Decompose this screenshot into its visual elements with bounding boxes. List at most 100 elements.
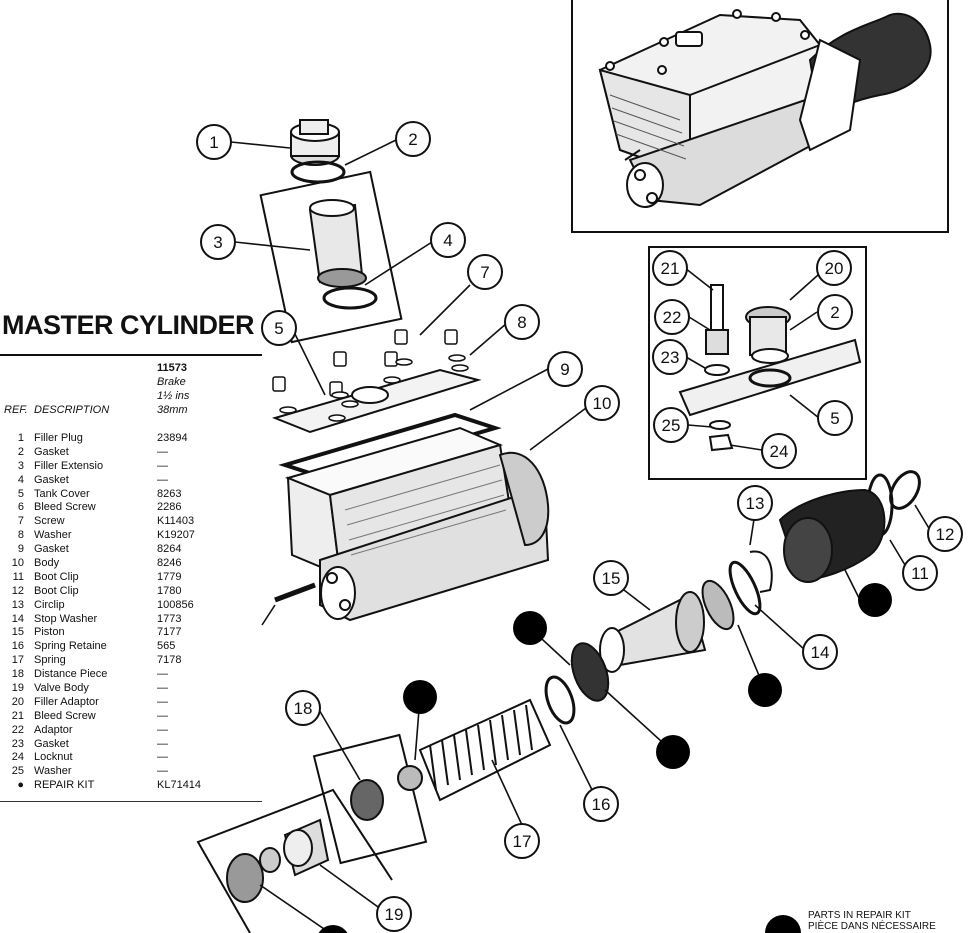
table-row: 7 Screw K11403 [0, 515, 262, 529]
gasket-2 [290, 160, 346, 184]
repair-kit-legend: PARTS IN REPAIR KIT PIÈCE DANS NÉCESSAIR… [808, 910, 936, 932]
frame-assembled-view [571, 0, 949, 233]
table-code: 11573 [157, 362, 187, 374]
part-number: — [157, 751, 168, 764]
table-application: Brake [157, 376, 186, 388]
callout-8: 8 [517, 313, 526, 332]
part-desc: Filler Adaptor [34, 695, 99, 708]
part-ref: 18 [11, 668, 24, 681]
part-desc: Valve Body [34, 682, 89, 695]
part-desc: Filler Plug [34, 432, 83, 444]
part-ref: 7 [17, 515, 24, 528]
part-desc: Adaptor [34, 723, 73, 736]
part-number: 7178 [157, 654, 182, 667]
callout-10: 10 [593, 394, 612, 413]
part-desc: Spring Retaine [34, 640, 107, 653]
callout-11: 11 [911, 564, 929, 583]
part-number: 565 [157, 640, 176, 653]
part-ref: 19 [11, 682, 24, 695]
part-ref: 6 [17, 501, 24, 514]
callout-2: 2 [408, 130, 417, 149]
part-number: 8263 [157, 487, 182, 500]
filler-extension [308, 199, 367, 288]
part-ref: 17 [11, 654, 24, 667]
part-desc: Distance Piece [34, 668, 108, 681]
tank-cover [271, 368, 482, 434]
ref-header: REF. [4, 404, 28, 416]
gasket-4 [322, 286, 378, 310]
part-desc: Stop Washer [34, 612, 98, 625]
table-row: 16 Spring Retaine 565 [0, 640, 262, 654]
part-ref: 20 [11, 695, 24, 708]
table-row: 12 Boot Clip 1780 [0, 585, 262, 599]
cylinder-body [274, 426, 550, 622]
callout-20: 20 [825, 259, 844, 278]
part-ref: 9 [17, 543, 24, 556]
legend-line-1: PARTS IN REPAIR KIT [808, 910, 911, 921]
part-ref: 16 [11, 640, 24, 653]
callout-1: 1 [209, 133, 218, 152]
part-ref: 2 [17, 445, 24, 458]
table-row: 9 Gasket 8264 [0, 543, 262, 557]
part-ref: 22 [11, 723, 24, 736]
leader-lines [230, 139, 931, 933]
part-desc: Gasket [34, 543, 69, 556]
part-ref: 8 [17, 529, 24, 542]
table-row: 13 Circlip 100856 [0, 599, 262, 613]
legend-line-2: PIÈCE DANS NÉCESSAIRE [808, 921, 936, 932]
callout-12: 12 [936, 525, 955, 544]
part-ref: 13 [11, 598, 24, 611]
assembled-master-cylinder [598, 9, 932, 208]
part-number: — [157, 737, 168, 750]
callout-15: 15 [602, 569, 621, 588]
part-desc: REPAIR KIT [34, 779, 95, 792]
part-desc: Boot Clip [34, 570, 79, 583]
part-desc: Screw [34, 515, 65, 528]
title-rule [0, 354, 262, 356]
part-number: 1780 [157, 584, 182, 597]
part-desc: Spring [34, 654, 66, 667]
callout-9: 9 [560, 360, 569, 379]
part-desc: Circlip [34, 598, 65, 611]
part-desc: Bleed Screw [34, 709, 96, 722]
part-ref: 25 [11, 765, 24, 778]
part-number: 100856 [157, 598, 194, 611]
part-number: 23894 [157, 432, 188, 444]
part-ref: 12 [11, 584, 24, 597]
part-desc: Gasket [34, 737, 69, 750]
part-number: 8264 [157, 543, 182, 556]
part-desc: Boot Clip [34, 584, 79, 597]
part-ref: 23 [11, 737, 24, 750]
callout-24: 24 [770, 442, 789, 461]
callout-7: 7 [480, 263, 489, 282]
part-number: K11403 [157, 515, 195, 528]
part-ref: 21 [11, 709, 24, 722]
part-number: — [157, 709, 168, 722]
part-ref: 3 [17, 459, 24, 472]
callout-22: 22 [663, 308, 682, 327]
part-ref: 5 [17, 487, 24, 500]
part-desc: Washer [34, 529, 72, 542]
frame-valve-body [196, 788, 393, 933]
part-desc: Locknut [34, 751, 73, 764]
callout-25: 25 [662, 416, 681, 435]
part-ref: 15 [11, 626, 24, 639]
part-desc: Gasket [34, 473, 69, 486]
part-desc: Bleed Screw [34, 501, 96, 514]
part-desc: Filler Extensio [34, 459, 104, 472]
callout-4: 4 [443, 231, 452, 250]
description-header: DESCRIPTION [34, 404, 110, 416]
